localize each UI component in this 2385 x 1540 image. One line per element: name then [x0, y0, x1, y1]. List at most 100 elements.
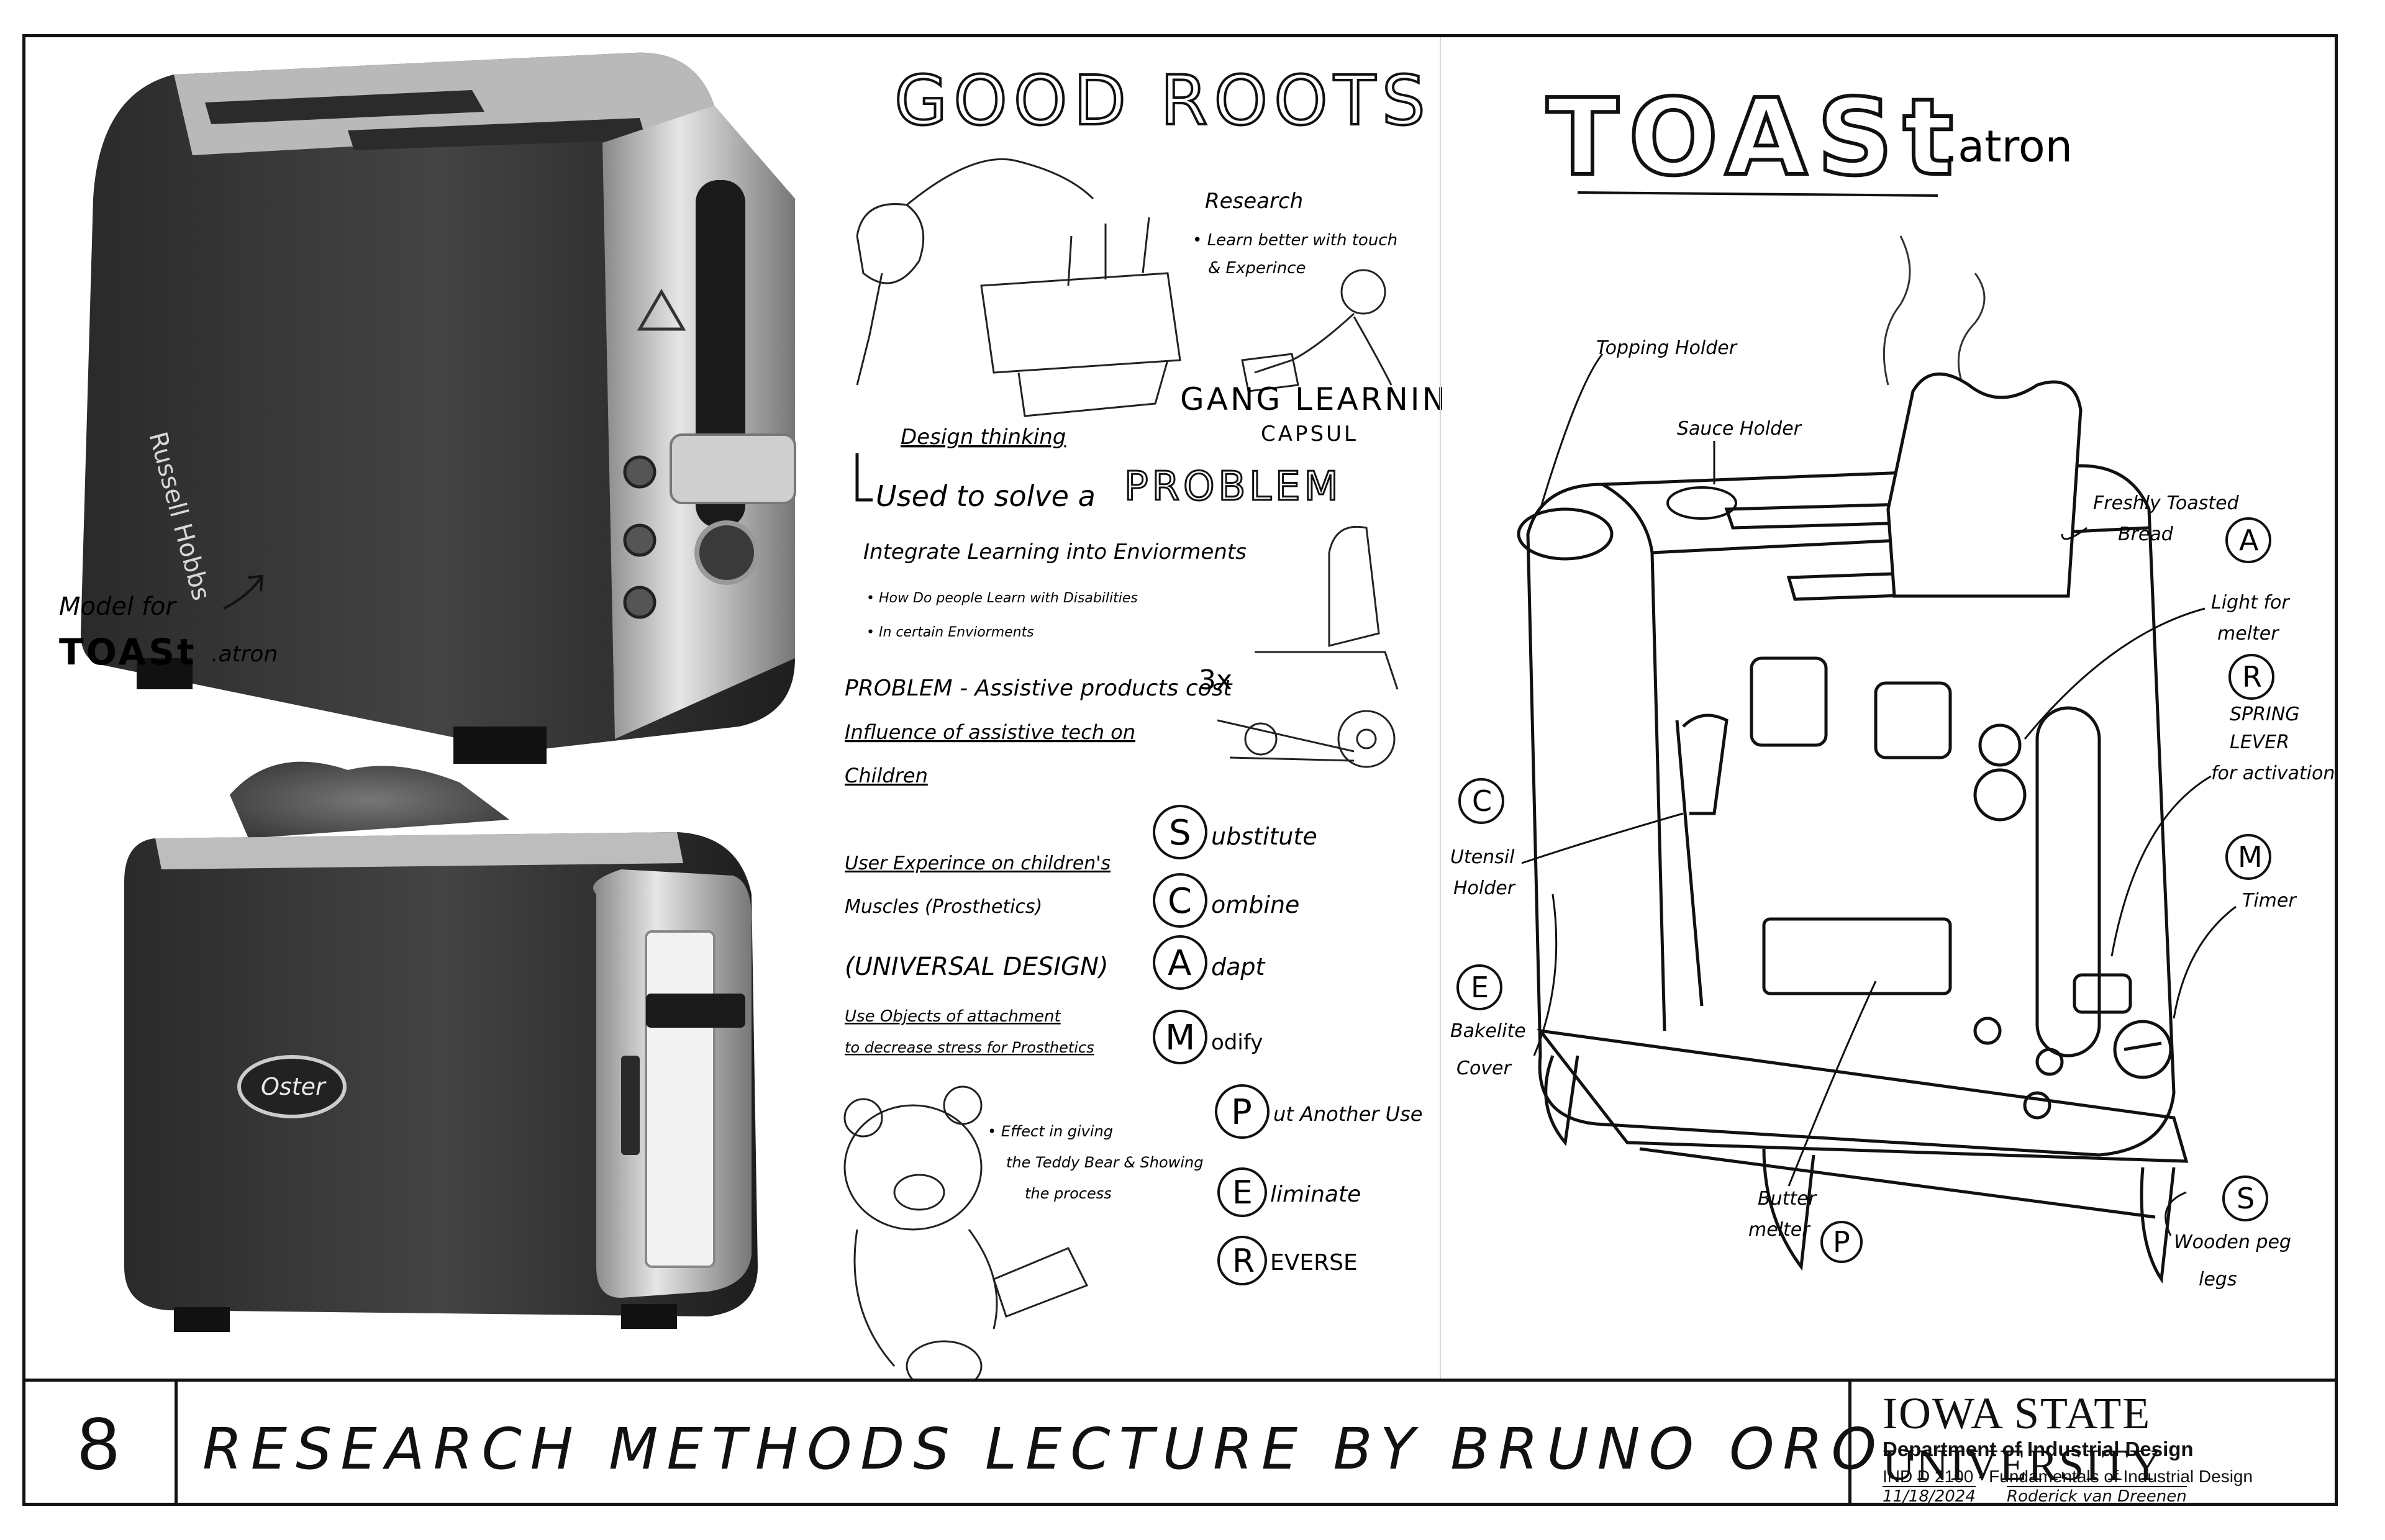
model-note-label: Model for — [59, 592, 177, 621]
university-block: IOWA STATE UNIVERSITY Department of Indu… — [1848, 1382, 2341, 1506]
svg-text:liminate: liminate — [1270, 1182, 1361, 1207]
effect-line-2: the Teddy Bear & Showing — [1006, 1154, 1203, 1171]
drawing-date: 11/18/2024 — [1883, 1486, 1976, 1506]
influence-line-2: Children — [845, 764, 928, 787]
label-light-line2: melter — [2217, 623, 2279, 645]
cost-note: 3x — [1199, 664, 1232, 696]
leader-light — [2024, 607, 2206, 740]
label-spring-line2: LEVER — [2230, 732, 2289, 753]
sheet-number: 8 — [78, 1402, 119, 1485]
oster-toaster-photo: Oster — [124, 761, 758, 1332]
wheelchair-sketch — [1217, 525, 1399, 768]
label-topping-holder: Topping Holder — [1596, 337, 1738, 359]
label-butter-line1: Butter — [1758, 1188, 1817, 1210]
teddy-bear-sketch — [843, 1085, 1089, 1379]
toastatron-concept-sketch: TOASt .atron Topping Ho — [1450, 75, 2335, 1290]
use-objects-line-2: to decrease stress for Prosthetics — [845, 1039, 1094, 1056]
svg-text:E: E — [1232, 1174, 1253, 1212]
good-roots-notes: GOOD ROOTS Research • Learn better with … — [843, 60, 1447, 1379]
problem-word: PROBLEM — [1124, 464, 1342, 510]
influence-line-1: Influence of assistive tech on — [845, 720, 1135, 744]
sheet-border — [22, 34, 2338, 1506]
label-utensil-line1: Utensil — [1450, 846, 1515, 868]
leader-topping — [1539, 353, 1604, 510]
label-legs-line2: legs — [2199, 1269, 2237, 1290]
svg-text:ut Another Use: ut Another Use — [1273, 1102, 1422, 1126]
toaster-body-sketch — [1526, 464, 2176, 1157]
label-bread-line1: Freshly Toasted — [2093, 492, 2240, 514]
problem-cost: PROBLEM - Assistive products cost — [845, 676, 1233, 701]
fold-line — [1440, 37, 1441, 1379]
label-spring-line3: for activation — [2211, 763, 2335, 784]
svg-text:C: C — [1472, 784, 1492, 818]
scamper-item: E liminate — [1217, 1167, 1361, 1217]
leader-butter — [1788, 981, 1877, 1187]
scamper-item: R EVERSE — [1217, 1236, 1358, 1285]
svg-text:odify: odify — [1211, 1030, 1263, 1055]
design-thinking: Design thinking — [901, 425, 1066, 450]
oster-logo: Oster — [261, 1073, 327, 1100]
steam-sketch — [1883, 235, 1986, 386]
topping-holder-sketch — [1517, 507, 1614, 561]
svg-text:S: S — [1169, 813, 1191, 853]
model-note-suffix: .atron — [211, 641, 278, 667]
svg-text:R: R — [1232, 1243, 1255, 1280]
research-title: Research — [1205, 189, 1303, 214]
lecture-title: RESEARCH METHODS LECTURE BY BRUNO ORO — [202, 1416, 1885, 1482]
label-bakelite-line2: Cover — [1456, 1058, 1512, 1079]
scamper-item: P ut Another Use — [1215, 1084, 1422, 1139]
universal-design: (UNIVERSAL DESIGN) — [845, 953, 1109, 981]
svg-text:A: A — [1168, 943, 1191, 984]
sauce-holder-sketch — [1666, 486, 1737, 520]
capsul: CAPSUL — [1261, 422, 1358, 446]
svg-text:C: C — [1168, 881, 1192, 922]
effect-line-1: • Effect in giving — [988, 1123, 1113, 1140]
bullet-certain: • In certain Enviorments — [866, 625, 1034, 640]
svg-text:ubstitute: ubstitute — [1211, 823, 1317, 850]
model-note-toast: TOASt — [59, 631, 197, 673]
svg-text:E: E — [1471, 971, 1489, 1004]
title-underline — [1577, 191, 1938, 197]
effect-line-3: the process — [1025, 1185, 1112, 1202]
gang-learning: GANG LEARNING — [1180, 381, 1447, 417]
design-thinking-arrow — [855, 453, 873, 502]
toastatron-title-suffix: .atron — [1944, 121, 2073, 172]
svg-text:S: S — [2237, 1182, 2255, 1215]
research-bullet-1: • Learn better with touch — [1192, 231, 1397, 250]
research-bullet-2: & Experince — [1208, 259, 1306, 278]
label-utensil-line2: Holder — [1453, 877, 1516, 899]
leader-bakelite — [1533, 894, 1558, 1056]
bullet-how: • How Do people Learn with Disabilities — [866, 591, 1138, 606]
label-legs-line1: Wooden peg — [2174, 1231, 2291, 1253]
svg-text:P: P — [1833, 1225, 1850, 1259]
callout-labels: Topping Holder Sauce Holder Freshly Toas… — [1450, 337, 2335, 1290]
leader-legs — [2165, 1191, 2187, 1236]
bread-slice-sketch — [1886, 372, 2083, 598]
utensil-holder-sketch — [1675, 713, 1729, 1007]
label-spring-line1: SPRING — [2230, 704, 2300, 725]
svg-text:dapt: dapt — [1211, 953, 1266, 981]
label-bakelite-line1: Bakelite — [1450, 1020, 1526, 1042]
integrate-learning: Integrate Learning into Enviorments — [863, 540, 1247, 564]
leader-timer — [2173, 905, 2237, 1019]
reference-toaster-photos: Russell Hobbs Oster Model for TOASt .atr… — [59, 52, 796, 1332]
model-note-arrow — [223, 574, 264, 610]
scamper-item: M odify — [1153, 1010, 1263, 1064]
scamper-item: C ombine — [1153, 873, 1299, 928]
base-legs-sketch — [1537, 1028, 2189, 1284]
scamper-item: S ubstitute — [1153, 805, 1317, 859]
circled-letters: A R M S C E P — [1456, 517, 2274, 1263]
sheet-number-cell: 8 — [22, 1382, 178, 1506]
use-objects-line-1: Use Objects of attachment — [845, 1007, 1061, 1026]
svg-text:R: R — [2242, 660, 2262, 694]
svg-text:M: M — [1165, 1018, 1195, 1058]
svg-text:A: A — [2239, 523, 2259, 557]
svg-text:EVERSE: EVERSE — [1270, 1250, 1358, 1275]
label-sauce-holder: Sauce Holder — [1677, 418, 1802, 440]
course-name: IND D 2100 - Fundamentals of Industrial … — [1883, 1467, 2253, 1486]
label-butter-line2: melter — [1748, 1219, 1810, 1241]
research-sketch — [856, 158, 1181, 417]
leader-spring — [2110, 775, 2212, 957]
user-exp-line-1: User Experince on children's — [845, 853, 1111, 874]
toastatron-title: TOASt — [1547, 76, 1963, 199]
